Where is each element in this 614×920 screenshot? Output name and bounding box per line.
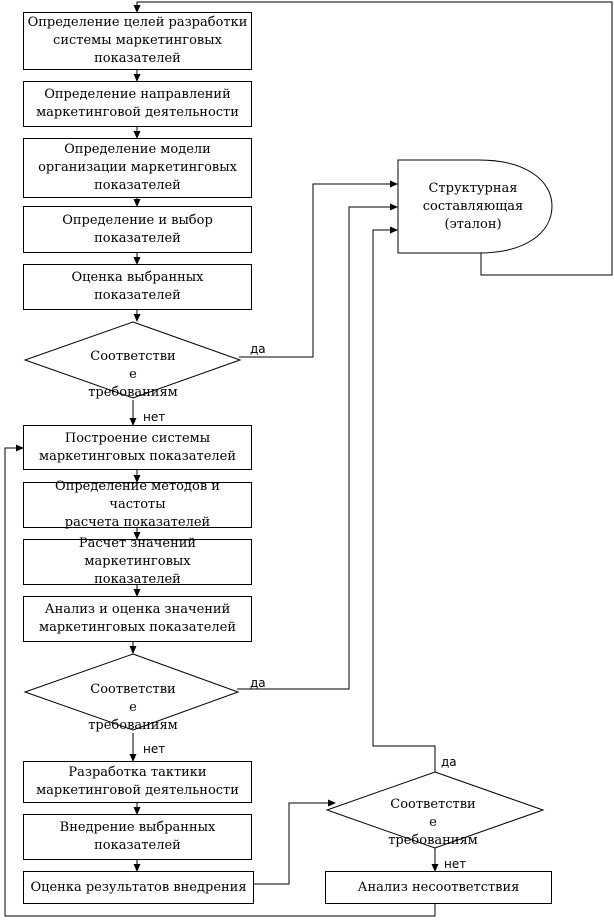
box-analysis: Анализ и оценка значений маркетинговых п… [23, 596, 252, 642]
label-yes-d2: да [250, 676, 266, 690]
decision-d2-text: Соответстви е требованиям [88, 682, 178, 733]
box-select: Определение и выбор показателей [23, 206, 252, 253]
box-implement: Внедрение выбранных показателей [23, 814, 252, 860]
label-yes-d1: да [250, 342, 266, 356]
arrow-d3-yes [372, 226, 436, 772]
box-mismatch: Анализ несоответствия [325, 871, 552, 904]
box-directions: Определение направлений маркетинговой де… [23, 81, 252, 127]
arrow-mismatch-loop [4, 444, 436, 917]
label-yes-d3: да [441, 755, 457, 769]
box-calc: Расчет значений маркетинговых показателе… [23, 536, 252, 587]
arrow-d2-yes [237, 203, 398, 690]
box-tactics: Разработка тактики маркетинговой деятель… [23, 761, 252, 803]
box-methods: Определение методов и частоты расчета по… [23, 479, 252, 530]
decision-d1-shape [23, 321, 242, 399]
decision-d3-text: Соответстви е требованиям [388, 797, 478, 848]
arrow-structural-loop [133, 1, 613, 276]
box-goals: Определение целей разработки системы мар… [23, 12, 252, 70]
arrow-results-d3 [254, 799, 336, 885]
arrow-d1-yes [239, 180, 398, 358]
structural-shape [397, 159, 553, 254]
box-build: Построение системы маркетинговых показат… [23, 425, 252, 470]
structural-component-text: Структурная составляющая (эталон) [422, 181, 524, 232]
label-no-d1: нет [143, 410, 166, 424]
box-results: Оценка результатов внедрения [23, 871, 254, 904]
box-evaluate: Оценка выбранных показателей [23, 264, 252, 310]
decision-d1-text: Соответстви е требованиям [88, 349, 178, 400]
label-no-d2: нет [143, 742, 166, 756]
label-no-d3: нет [444, 857, 467, 871]
decision-d2-shape [23, 653, 240, 731]
decision-d3-shape [325, 771, 545, 849]
box-model: Определение модели организации маркетинг… [23, 138, 252, 198]
